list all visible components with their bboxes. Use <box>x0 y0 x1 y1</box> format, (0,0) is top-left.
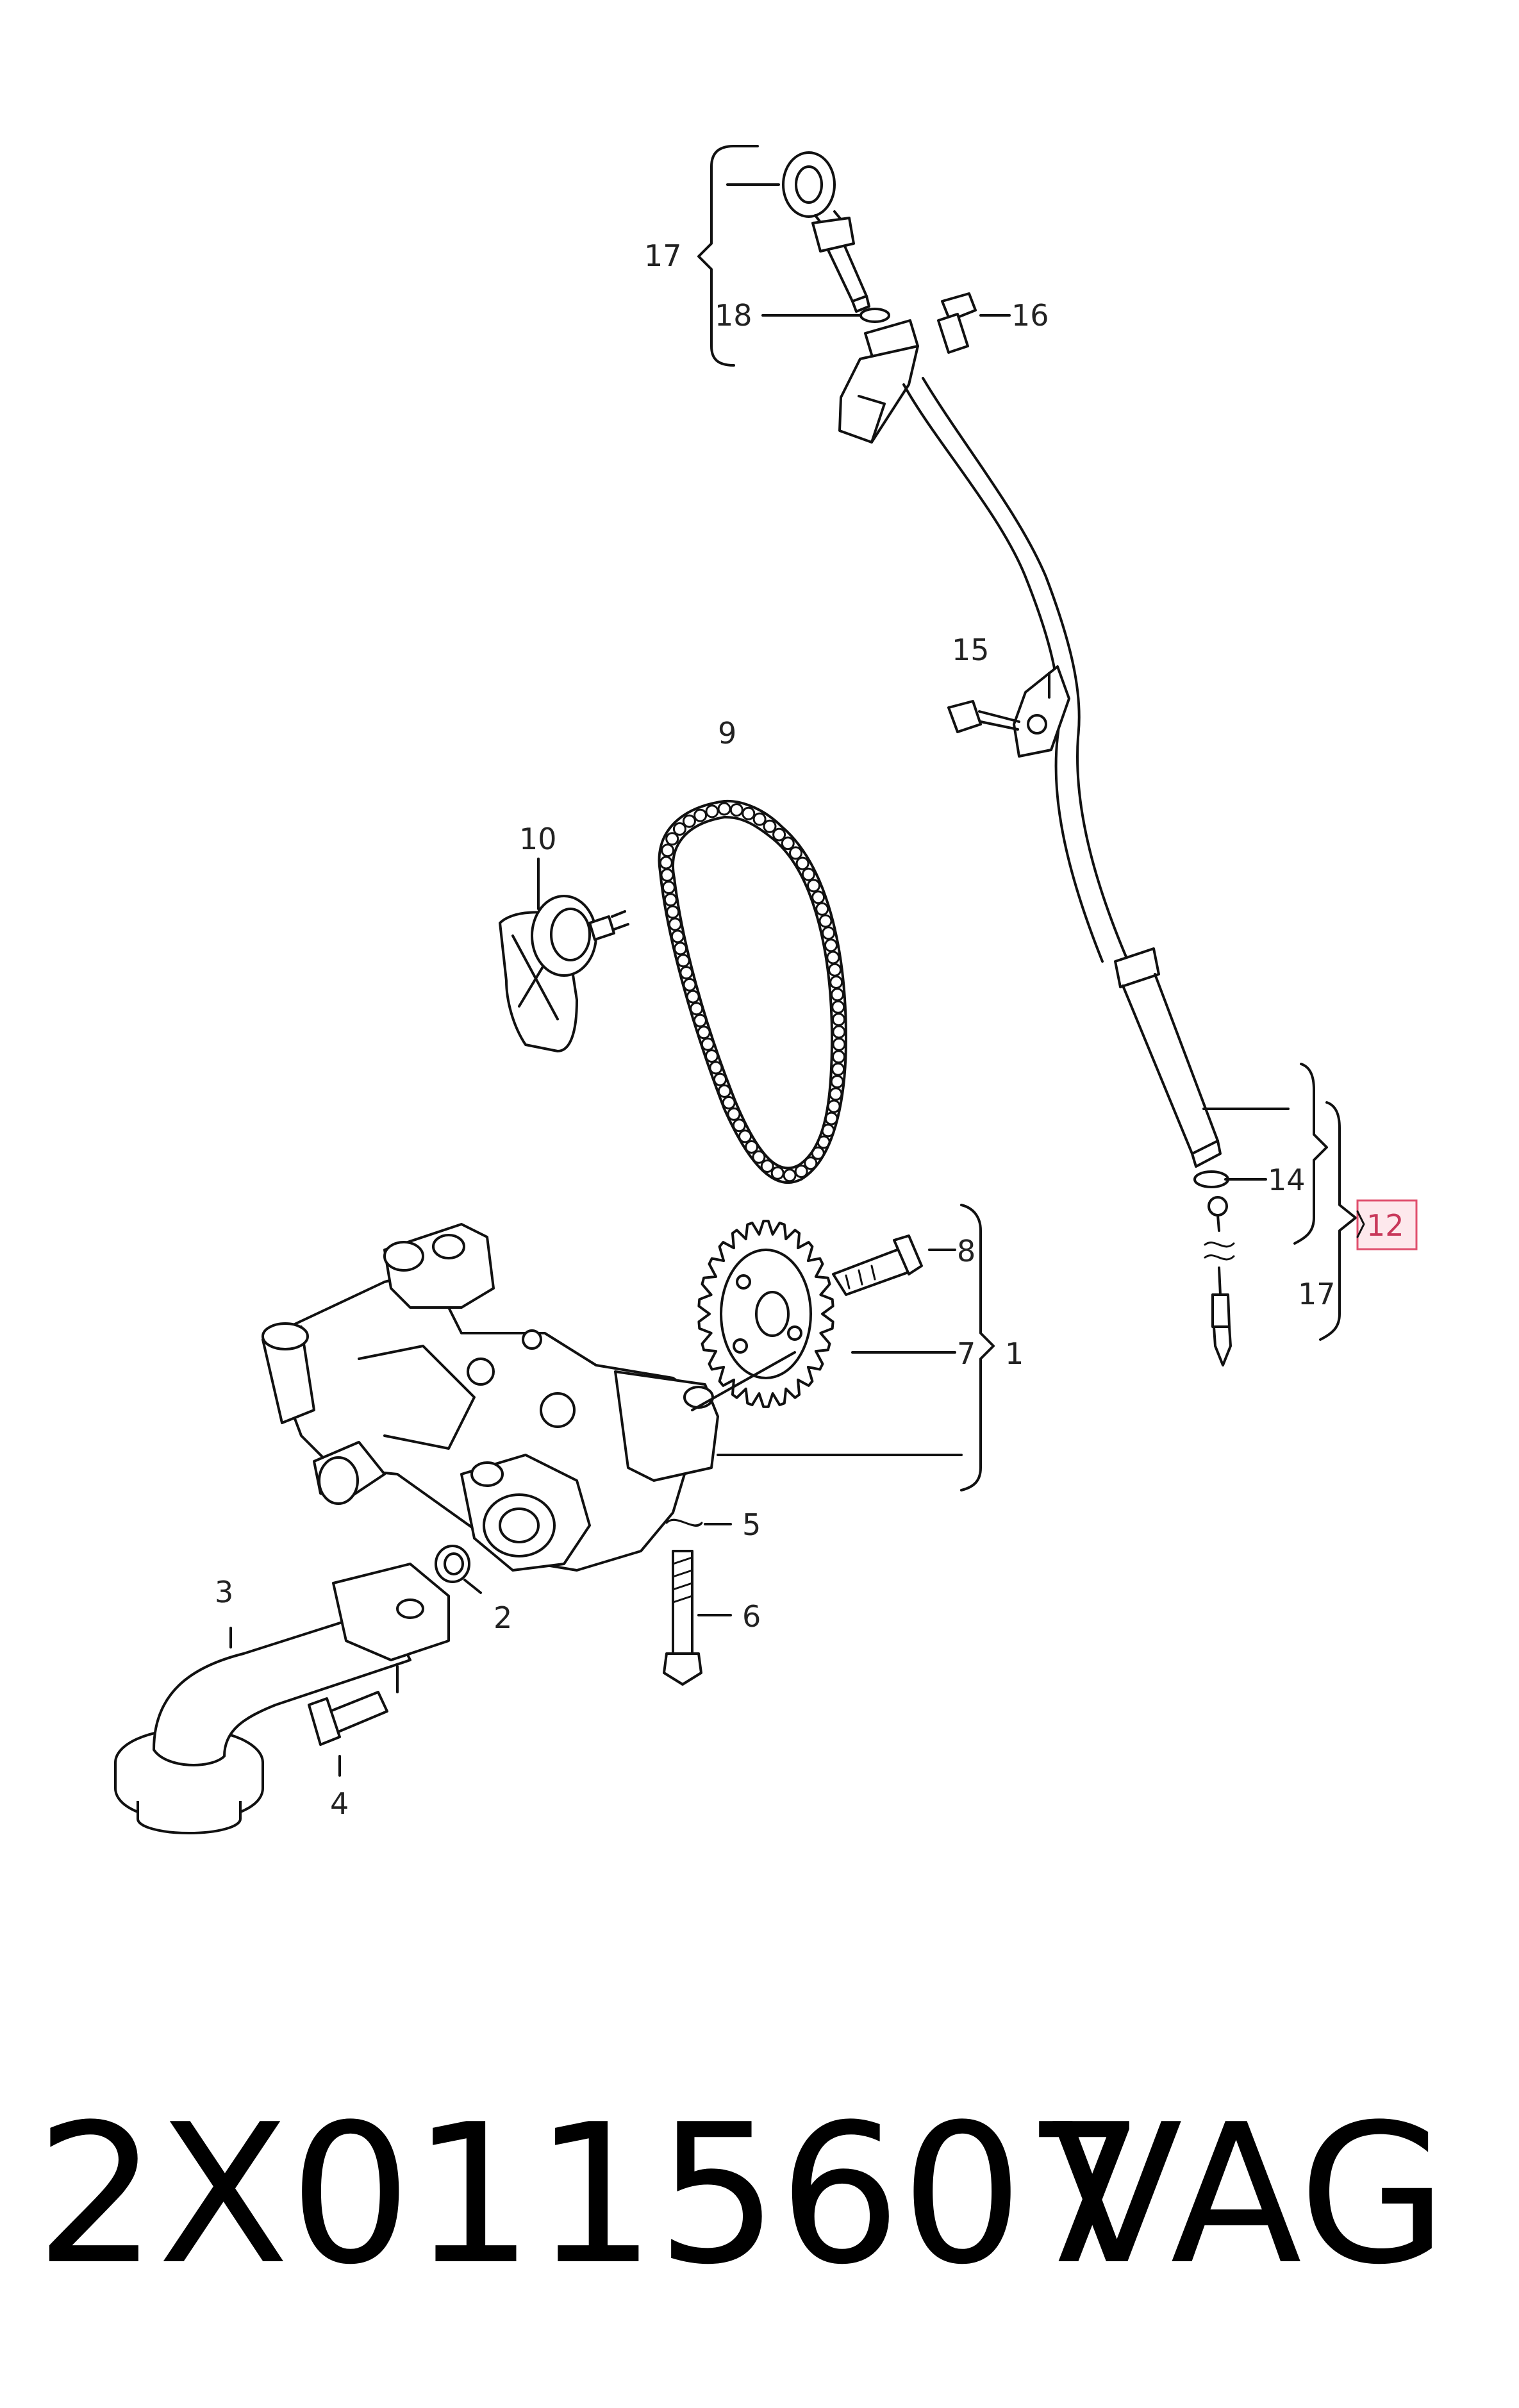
callout-12-highlight <box>1356 1199 1418 1250</box>
chain-link <box>682 814 696 828</box>
callout-12: 12 <box>1366 1208 1404 1243</box>
chain-link <box>705 804 719 818</box>
callout-17-top: 17 <box>644 238 682 273</box>
oil-pump-housing <box>261 1204 995 1572</box>
chain-link <box>828 963 842 977</box>
chain-link <box>709 1061 723 1075</box>
callout-16: 16 <box>1011 298 1049 333</box>
chain-link <box>679 966 693 980</box>
callout-14: 14 <box>1268 1163 1306 1197</box>
chain-link <box>752 812 767 826</box>
oil-pickup-tube <box>114 1545 482 1834</box>
chain-link <box>763 819 777 833</box>
chain-link <box>815 902 829 916</box>
timing-chain <box>658 799 847 1184</box>
chain-link <box>824 1111 838 1125</box>
chain-link <box>829 976 843 989</box>
chain-link <box>676 954 690 968</box>
chain-link <box>811 1146 825 1160</box>
chain-link <box>831 1062 845 1076</box>
chain-link <box>789 846 802 860</box>
chain-link <box>732 1118 746 1133</box>
callout-8: 8 <box>957 1234 975 1268</box>
chain-link <box>666 905 680 919</box>
brand-name: VAG <box>1051 2083 1448 2307</box>
chain-link <box>670 929 685 943</box>
callout-2: 2 <box>494 1600 512 1635</box>
chain-link <box>772 827 786 842</box>
chain-link <box>817 1135 831 1149</box>
chain-link <box>832 1025 846 1039</box>
chain-link <box>811 890 826 904</box>
chain-link <box>821 1124 835 1138</box>
chain-link <box>752 1150 766 1164</box>
chain-link <box>659 856 673 870</box>
chain-link <box>697 1025 711 1040</box>
chain-link <box>745 1140 759 1154</box>
chain-link <box>722 1096 736 1109</box>
callout-labels: 17 18 16 15 9 10 14 17 8 7 1 5 6 3 2 4 1… <box>215 238 1418 1821</box>
chain-link <box>674 942 688 956</box>
chain-link <box>832 1050 845 1064</box>
chain-link <box>705 1049 718 1063</box>
chain-link <box>807 879 820 893</box>
chain-link <box>795 856 809 870</box>
chain-link <box>831 1000 845 1014</box>
chain-link <box>742 806 756 820</box>
chain-link <box>693 1013 707 1027</box>
chain-tensioner <box>499 858 629 1052</box>
callout-18: 18 <box>715 298 752 333</box>
chain-link <box>824 938 838 952</box>
chain-link <box>672 822 686 836</box>
chain-link <box>717 802 731 816</box>
callout-6: 6 <box>742 1599 761 1634</box>
chain-link <box>794 1165 808 1179</box>
chain-link <box>827 1099 841 1113</box>
callout-17-bottom: 17 <box>1298 1277 1336 1311</box>
oil-pump-sprocket <box>697 1220 923 1408</box>
chain-link <box>663 893 677 907</box>
chain-link <box>727 1107 741 1121</box>
chain-link <box>831 988 844 1002</box>
chain-link <box>801 867 815 881</box>
chain-link <box>661 881 676 895</box>
callout-5: 5 <box>742 1507 761 1542</box>
chain-link <box>770 1166 784 1180</box>
callout-9: 9 <box>718 716 736 751</box>
chain-link <box>729 803 743 817</box>
chain-link <box>686 990 700 1004</box>
chain-link <box>822 926 836 940</box>
chain-link <box>660 868 674 882</box>
chain-link <box>738 1129 752 1143</box>
chain-link <box>781 836 795 851</box>
callout-4: 4 <box>330 1786 349 1821</box>
chain-link <box>832 1013 845 1027</box>
callout-7: 7 <box>957 1336 975 1371</box>
dipstick-assembly <box>697 145 1357 1366</box>
chain-link <box>783 1168 797 1183</box>
callout-10: 10 <box>519 822 557 856</box>
pump-bolt-and-clip <box>663 1518 732 1686</box>
callout-3: 3 <box>215 1575 233 1609</box>
chain-link <box>804 1156 818 1170</box>
chain-link <box>701 1037 715 1051</box>
chain-link <box>713 1072 727 1086</box>
chain-link <box>683 977 697 992</box>
chain-link <box>830 1075 844 1089</box>
chain-link <box>760 1159 774 1173</box>
chain-link <box>665 832 679 846</box>
chain-link <box>693 808 708 822</box>
callout-1: 1 <box>1005 1336 1024 1371</box>
chain-link <box>717 1084 731 1098</box>
chain-link <box>668 917 682 931</box>
part-number: 2X0115607 <box>35 2083 1146 2307</box>
chain-link <box>826 951 840 965</box>
chain-link <box>661 843 675 858</box>
chain-link <box>690 1002 704 1016</box>
chain-link <box>829 1087 843 1101</box>
chain-link <box>818 914 833 928</box>
callout-15: 15 <box>952 633 990 667</box>
chain-link <box>832 1037 846 1051</box>
